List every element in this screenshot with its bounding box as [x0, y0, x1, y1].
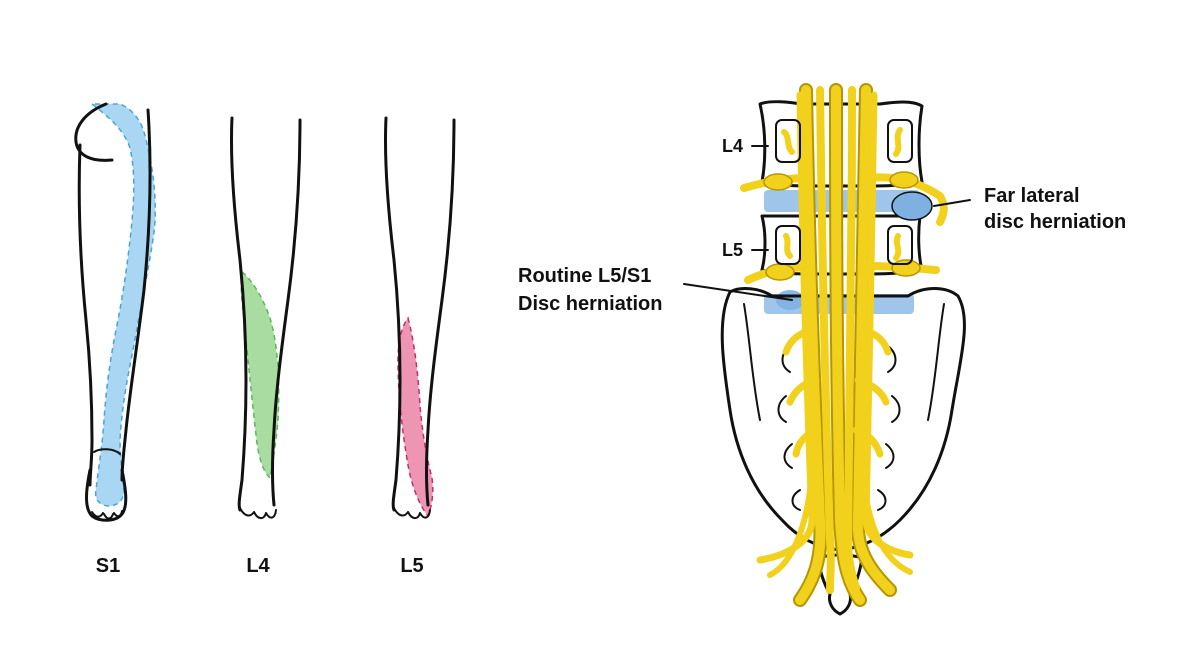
sacrum-ala-right [927, 303, 945, 421]
level-label-l4: L4 [722, 136, 743, 156]
leg-l5 [383, 116, 456, 520]
l5-left-facet [775, 225, 801, 265]
leader-routine [683, 283, 793, 301]
l4-leg-outline-left [229, 116, 248, 512]
callout-routine-line1: Routine L5/S1 [518, 265, 651, 287]
l4-left-facet [775, 119, 801, 163]
l4-dermatome-region [240, 270, 280, 480]
l5-leg-outline-left [383, 116, 402, 512]
leader-far-lateral [933, 199, 971, 207]
s1-dermatome-region [89, 103, 156, 507]
sacrum [720, 287, 966, 552]
cauda-equina [740, 83, 948, 607]
callout-routine-line2: Disc herniation [518, 293, 662, 315]
callout-far-lateral-line1: Far lateral [984, 185, 1080, 207]
s1-thigh-outline [74, 102, 114, 162]
l4-right-facet [887, 119, 913, 163]
l5-right-facet [887, 225, 913, 265]
l4-toes [239, 507, 277, 520]
leg-label-l5: L5 [400, 555, 423, 577]
s1-foot [85, 468, 128, 522]
level-label-l5: L5 [722, 240, 743, 260]
sacral-foramina-right [877, 345, 901, 511]
s1-toes [91, 510, 123, 520]
s1-heel [93, 448, 121, 455]
leg-l4 [229, 116, 302, 520]
l5-leg-outline-right [425, 118, 456, 507]
l5-toes [393, 507, 431, 520]
l4-leg-outline-right [271, 118, 302, 507]
leg-s1 [74, 102, 156, 522]
leg-label-s1: S1 [96, 555, 120, 577]
callout-far-lateral-line2: disc herniation [984, 211, 1126, 233]
sacral-foramina-left [777, 345, 801, 511]
s1-leg-outline-right [120, 108, 152, 482]
s1-leg-outline-left [77, 143, 94, 487]
sacrum-ala-left [743, 303, 761, 421]
far-lateral-herniation [891, 191, 933, 221]
leg-label-l4: L4 [246, 555, 270, 577]
spine-illustration [683, 83, 971, 616]
